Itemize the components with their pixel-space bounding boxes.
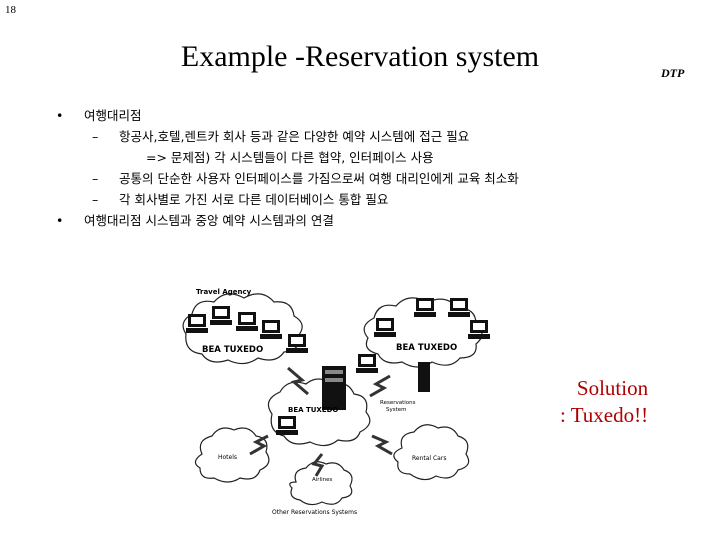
- bea-tuxedo-label: BEA TUXEDO: [396, 343, 457, 353]
- page-number: 18: [5, 4, 16, 16]
- bullet-text: 여행대리점: [84, 108, 142, 123]
- server-slot: [325, 378, 343, 382]
- bea-tuxedo-label: BEA TUXEDO: [288, 406, 338, 414]
- computer-icon: [374, 318, 396, 337]
- bea-tuxedo-label: BEA TUXEDO: [202, 345, 263, 355]
- bullet-text: 항공사,호텔,렌트카 회사 등과 같은 다양한 예약 시스템에 접근 필요: [119, 129, 470, 144]
- airlines-label: Airlines: [312, 477, 332, 483]
- computer-icon: [286, 334, 308, 353]
- sub-bullet-item: – 항공사,호텔,렌트카 회사 등과 같은 다양한 예약 시스템에 접근 필요: [56, 126, 519, 147]
- server-icon: [418, 362, 430, 392]
- dash-mark: –: [92, 171, 99, 186]
- bullet-text: 공통의 단순한 사용자 인터페이스를 가짐으로써 여행 대리인에게 교육 최소화: [119, 171, 519, 186]
- dash-mark: –: [92, 192, 99, 207]
- computer-icon: [260, 320, 282, 339]
- rental-cars-cloud: [393, 424, 470, 481]
- server-slot: [325, 370, 343, 374]
- connection-bolt: [249, 434, 269, 456]
- computer-icon: [210, 306, 232, 325]
- sub-bullet-item: – 공통의 단순한 사용자 인터페이스를 가짐으로써 여행 대리인에게 교육 최…: [56, 168, 519, 189]
- reservations-system-label: System: [386, 407, 407, 413]
- computer-icon: [276, 416, 298, 435]
- sub-bullet-item: – 각 회사별로 가진 서로 다른 데이터베이스 통합 필요: [56, 189, 519, 210]
- bullet-item: • 여행대리점 시스템과 중앙 예약 시스템과의 연결: [56, 210, 519, 231]
- computer-icon: [186, 314, 208, 333]
- bullet-item: • 여행대리점: [56, 105, 519, 126]
- connection-bolt: [371, 434, 393, 456]
- computer-icon: [414, 298, 436, 317]
- reservations-system-label: Reservations: [380, 400, 416, 406]
- hotels-label: Hotels: [218, 454, 237, 461]
- travel-agency-label: Travel Agency: [196, 288, 252, 296]
- computer-icon: [448, 298, 470, 317]
- solution-note: Solution : Tuxedo!!: [560, 375, 648, 429]
- computer-icon: [356, 354, 378, 373]
- bullet-mark: •: [56, 213, 64, 228]
- bullet-mark: •: [56, 108, 64, 123]
- architecture-diagram: Travel Agency BEA TUXEDO BEA TUXEDO BEA …: [182, 288, 490, 516]
- dash-mark: –: [92, 129, 99, 144]
- sub-bullet-continuation: => 문제점) 각 시스템들이 다른 협약, 인터페이스 사용: [56, 147, 519, 168]
- dtp-logo: DTP: [661, 66, 685, 80]
- connection-bolt: [287, 366, 309, 396]
- bullet-text: 각 회사별로 가진 서로 다른 데이터베이스 통합 필요: [119, 192, 389, 207]
- bullet-list: • 여행대리점 – 항공사,호텔,렌트카 회사 등과 같은 다양한 예약 시스템…: [56, 105, 519, 231]
- solution-line: Solution: [576, 376, 649, 400]
- connection-bolt: [369, 374, 391, 398]
- solution-line: : Tuxedo!!: [560, 403, 649, 427]
- computer-icon: [468, 320, 490, 339]
- computer-icon: [236, 312, 258, 331]
- rental-cars-label: Rental Cars: [412, 455, 446, 462]
- other-systems-label: Other Reservations Systems: [272, 509, 357, 516]
- connection-bolt: [311, 453, 325, 477]
- bullet-text: 여행대리점 시스템과 중앙 예약 시스템과의 연결: [84, 213, 334, 228]
- slide-title: Example -Reservation system: [180, 40, 540, 73]
- hotels-cloud: [194, 427, 270, 483]
- bullet-text: => 문제점) 각 시스템들이 다른 협약, 인터페이스 사용: [146, 150, 434, 165]
